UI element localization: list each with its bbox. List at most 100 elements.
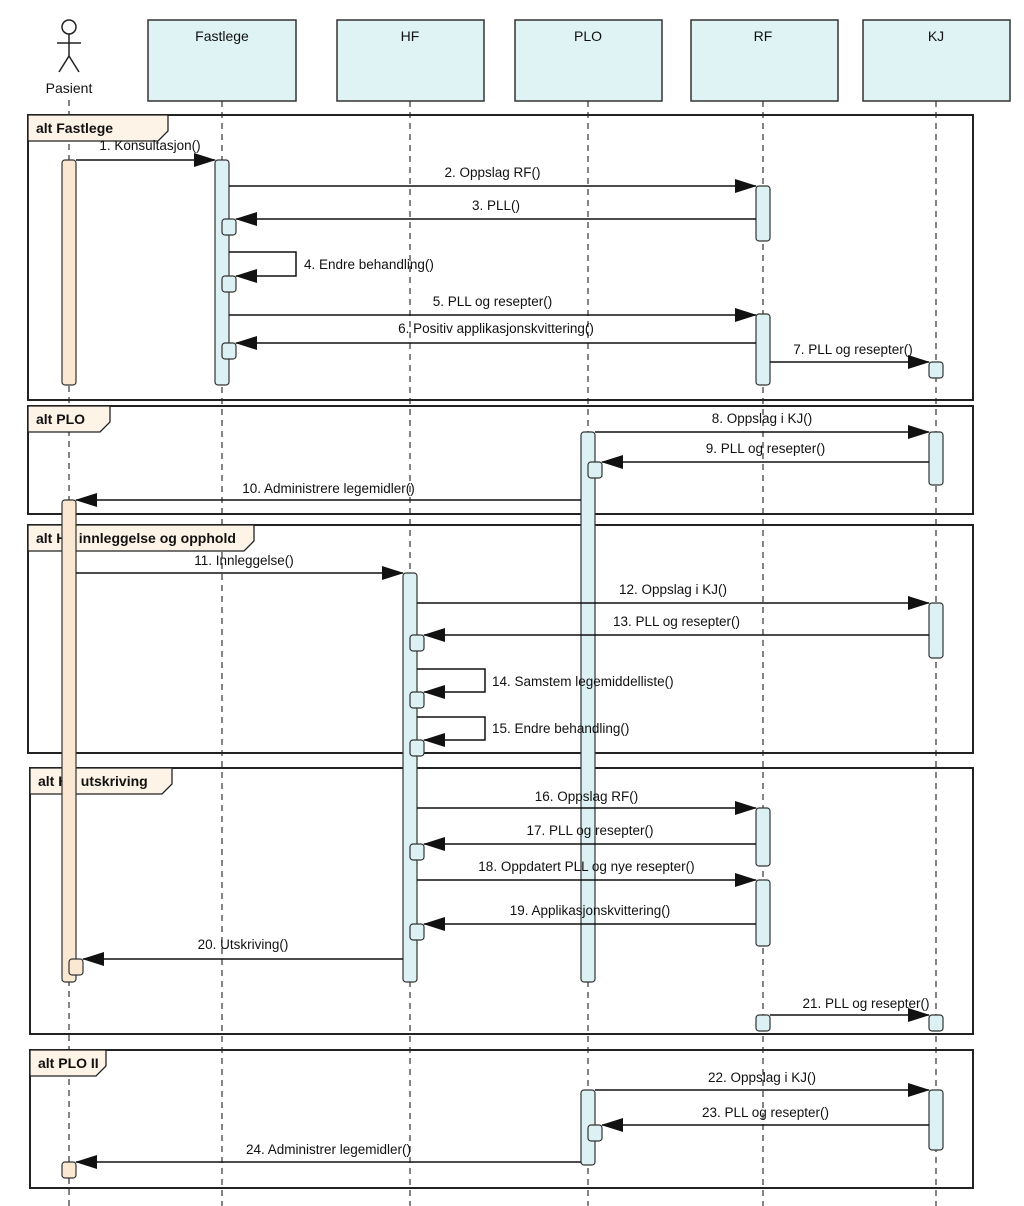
message-2: 2. Oppslag RF(): [229, 165, 757, 193]
alt-frame-label-3: alt HF innleggelse og opphold: [36, 530, 236, 546]
activation-nub-plo-2: [587, 1124, 603, 1142]
message-label-7: 7. PLL og resepter(): [793, 342, 913, 357]
participant-label-rf: RF: [754, 28, 773, 44]
participant-label-plo: PLO: [574, 28, 602, 44]
message-label-3: 3. PLL(): [472, 198, 520, 213]
message-label-12: 12. Oppslag i KJ(): [619, 582, 727, 597]
message-arrow-15: [417, 716, 486, 747]
activation-rf-4: [755, 879, 771, 947]
alt-frame-3: [27, 524, 974, 754]
message-20: 20. Utskriving(): [82, 937, 403, 966]
activation-nub-hf-1: [409, 634, 425, 652]
alt-frame-label-5: alt PLO II: [38, 1055, 99, 1071]
message-label-11: 11. Innleggelse(): [194, 553, 294, 568]
message-3: 3. PLL(): [235, 198, 756, 226]
alt-frame-label-1: alt Fastlege: [36, 120, 113, 136]
alt-frame-tab-2: [27, 405, 111, 433]
message-label-22: 22. Oppslag i KJ(): [708, 1070, 816, 1085]
activation-nub-fastlege-2: [221, 275, 237, 293]
alt-frame-2: [27, 405, 974, 515]
lifelines: [68, 100, 937, 1206]
participant-box-hf: [336, 19, 485, 102]
message-5: 5. PLL og resepter(): [229, 294, 757, 322]
message-label-23: 23. PLL og resepter(): [702, 1105, 829, 1120]
activation-nub-hf-2: [409, 691, 425, 709]
message-14: 14. Samstem legemiddelliste(): [417, 668, 674, 699]
message-label-19: 19. Applikasjonskvittering(): [510, 903, 671, 918]
message-11: 11. Innleggelse(): [76, 553, 404, 580]
message-label-4: 4. Endre behandling(): [304, 257, 434, 272]
message-label-17: 17. PLL og resepter(): [526, 823, 653, 838]
message-label-1: 1. Konsultasjon(): [99, 138, 200, 153]
activation-nub-pasient-1: [68, 958, 84, 976]
activation-nub-fastlege-1: [221, 218, 237, 236]
message-1: 1. Konsultasjon(): [76, 138, 216, 167]
activation-nub-kj-2: [928, 1014, 944, 1032]
message-label-10: 10. Administrere legemidler(): [242, 481, 415, 496]
activation-nub-hf-4: [409, 843, 425, 861]
participant-label-hf: HF: [401, 28, 420, 44]
activation-pasient-1: [61, 159, 77, 386]
activation-nub-hf-3: [409, 739, 425, 757]
activation-rf-3: [755, 807, 771, 867]
message-19: 19. Applikasjonskvittering(): [423, 903, 756, 931]
activation-nub-hf-5: [409, 923, 425, 941]
message-label-21: 21. PLL og resepter(): [802, 996, 929, 1011]
stick-figure-icon: [57, 19, 81, 73]
message-label-14: 14. Samstem legemiddelliste(): [492, 674, 674, 689]
participant-box-fastlege: [147, 19, 297, 102]
message-13: 13. PLL og resepter(): [423, 614, 929, 642]
participant-box-kj: [862, 19, 1011, 102]
alt-frames: alt Fastlege alt PLO alt HF innleggelse og…: [27, 114, 974, 1189]
activation-nub-rf-1: [755, 1014, 771, 1032]
message-label-6: 6. Positiv applikasjonskvittering(): [398, 321, 594, 336]
activation-rf-1: [755, 185, 771, 242]
alt-frame-5: [29, 1049, 974, 1189]
message-17: 17. PLL og resepter(): [423, 823, 756, 851]
participant-box-plo: [514, 19, 663, 102]
message-label-24: 24. Administrer legemidler(): [246, 1142, 411, 1157]
activation-kj-3: [928, 1089, 944, 1151]
message-label-8: 8. Oppslag i KJ(): [712, 411, 813, 426]
alt-frame-tab-3: [27, 524, 255, 552]
message-arrow-4: [229, 251, 297, 283]
message-6: 6. Positiv applikasjonskvittering(): [235, 321, 756, 350]
activation-nub-plo-1: [587, 461, 603, 479]
message-label-5: 5. PLL og resepter(): [433, 294, 553, 309]
activation-rf-2: [755, 313, 771, 386]
actor-label-pasient: Pasient: [46, 80, 93, 96]
message-23: 23. PLL og resepter(): [601, 1105, 929, 1132]
activation-pasient-2: [61, 499, 77, 983]
message-10: 10. Administrere legemidler(): [75, 481, 581, 507]
alt-frame-label-2: alt PLO: [36, 411, 85, 427]
activation-plo-1: [580, 431, 596, 983]
participant-box-rf: [690, 19, 839, 102]
message-label-13: 13. PLL og resepter(): [613, 614, 740, 629]
message-label-2: 2. Oppslag RF(): [444, 165, 540, 180]
message-18: 18. Oppdatert PLL og nye resepter(): [417, 859, 757, 887]
participant-label-fastlege: Fastlege: [195, 28, 249, 44]
message-9: 9. PLL og resepter(): [601, 441, 929, 469]
activation-kj-1: [928, 431, 944, 486]
activation-nub-fastlege-3: [221, 342, 237, 360]
message-12: 12. Oppslag i KJ(): [417, 582, 930, 610]
message-label-9: 9. PLL og resepter(): [706, 441, 826, 456]
message-8: 8. Oppslag i KJ(): [595, 411, 930, 439]
activation-hf: [402, 572, 418, 983]
activation-nub-kj-1: [928, 361, 944, 379]
alt-frame-tab-1: [27, 114, 169, 142]
message-16: 16. Oppslag RF(): [417, 789, 757, 815]
message-label-16: 16. Oppslag RF(): [535, 789, 639, 804]
activation-fastlege: [214, 159, 230, 386]
message-15: 15. Endre behandling(): [417, 716, 629, 747]
activation-nub-pasient-2: [61, 1161, 77, 1179]
message-label-15: 15. Endre behandling(): [492, 721, 629, 736]
message-label-18: 18. Oppdatert PLL og nye resepter(): [478, 859, 694, 874]
activation-kj-2: [928, 602, 944, 659]
messages: 1. Konsultasjon() 2. Oppslag RF() 3. PLL()…: [75, 138, 930, 1169]
alt-frame-label-4: alt HF utskriving: [38, 773, 148, 789]
message-arrow-14: [417, 668, 486, 699]
message-label-20: 20. Utskriving(): [198, 937, 289, 952]
alt-frame-tab-5: [29, 1049, 107, 1077]
